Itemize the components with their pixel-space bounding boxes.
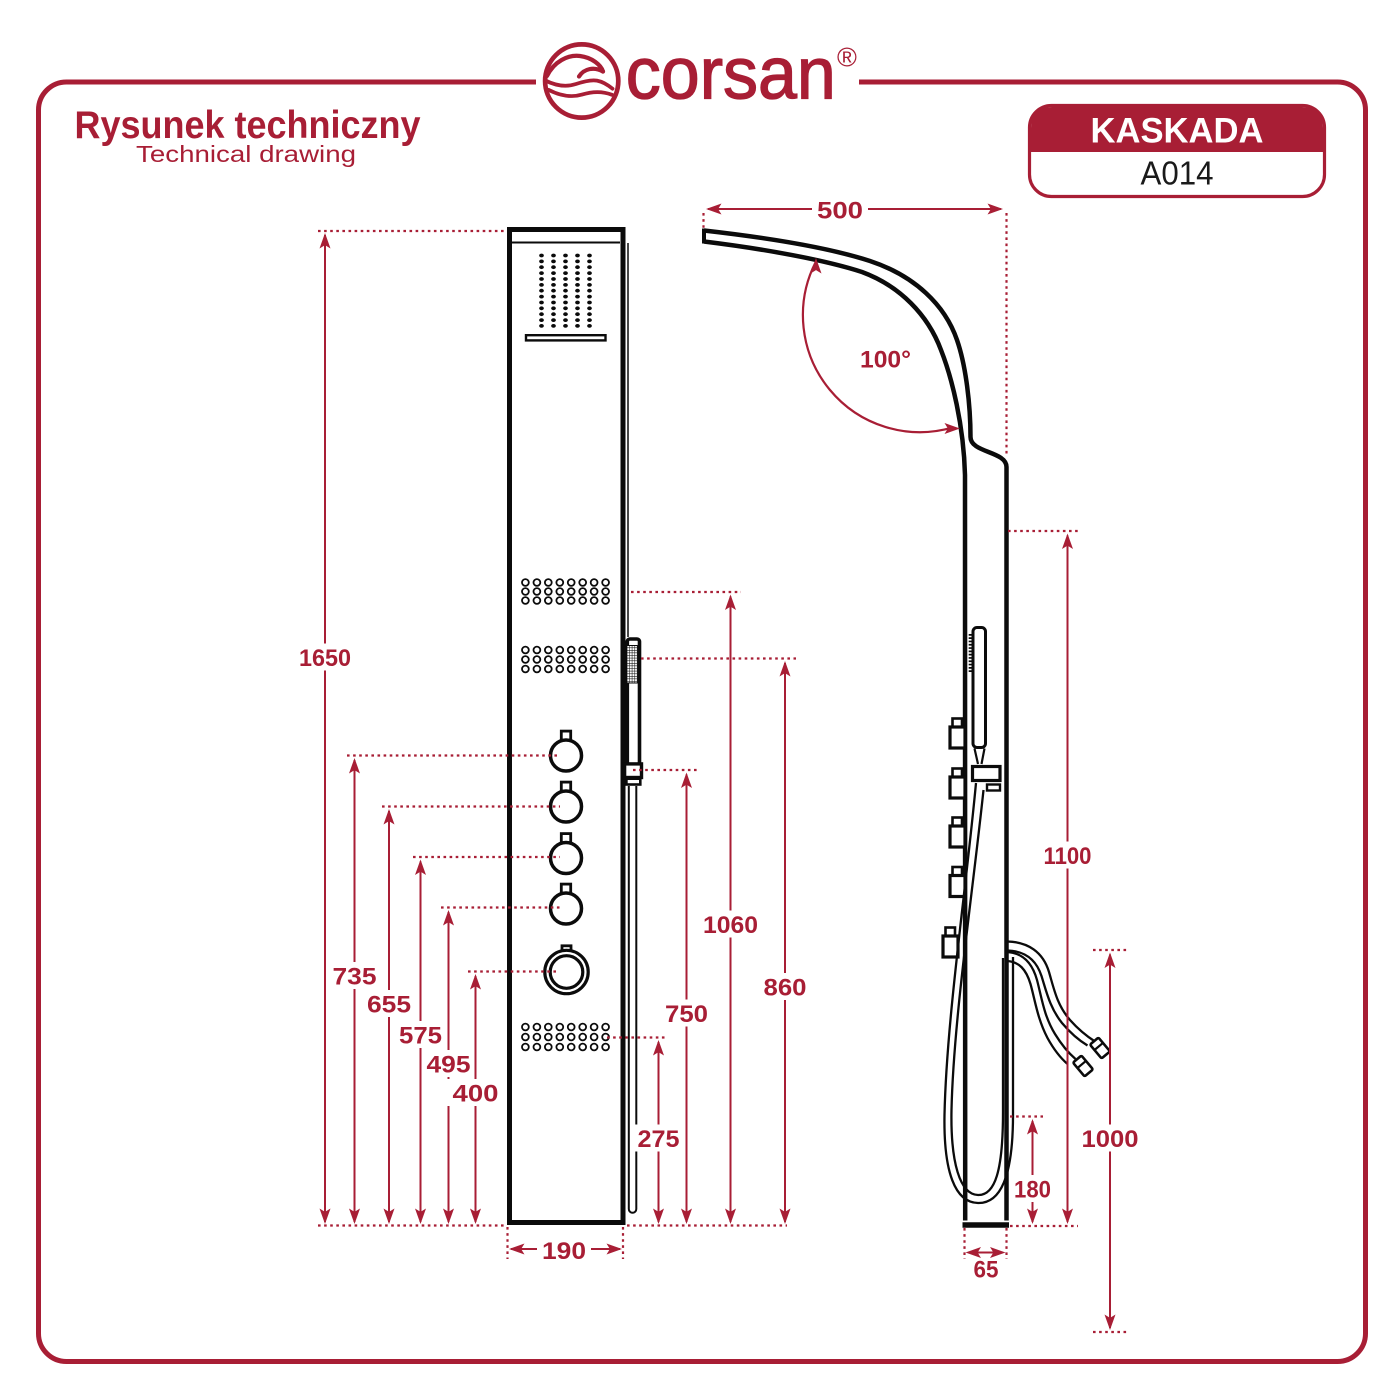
svg-text:275: 275 (638, 1126, 680, 1153)
svg-text:400: 400 (453, 1080, 499, 1107)
svg-text:Rysunek techniczny: Rysunek techniczny (75, 104, 421, 147)
svg-text:735: 735 (333, 963, 377, 990)
svg-text:65: 65 (974, 1256, 999, 1283)
svg-text:1650: 1650 (299, 645, 351, 672)
svg-text:Technical drawing: Technical drawing (136, 141, 356, 167)
svg-text:500: 500 (817, 197, 863, 224)
svg-text:860: 860 (764, 974, 807, 1001)
svg-text:KASKADA: KASKADA (1091, 112, 1264, 151)
svg-text:1000: 1000 (1082, 1126, 1139, 1153)
svg-text:A014: A014 (1141, 155, 1214, 192)
svg-text:180: 180 (1014, 1176, 1051, 1203)
svg-text:®: ® (837, 43, 857, 73)
svg-text:750: 750 (665, 1001, 708, 1028)
svg-text:1060: 1060 (703, 912, 758, 939)
svg-text:100°: 100° (860, 346, 911, 373)
svg-text:190: 190 (542, 1238, 586, 1265)
svg-text:495: 495 (427, 1051, 471, 1078)
svg-text:655: 655 (367, 991, 411, 1018)
svg-text:corsan: corsan (626, 34, 836, 115)
svg-text:1100: 1100 (1044, 843, 1092, 870)
svg-text:575: 575 (399, 1022, 442, 1049)
